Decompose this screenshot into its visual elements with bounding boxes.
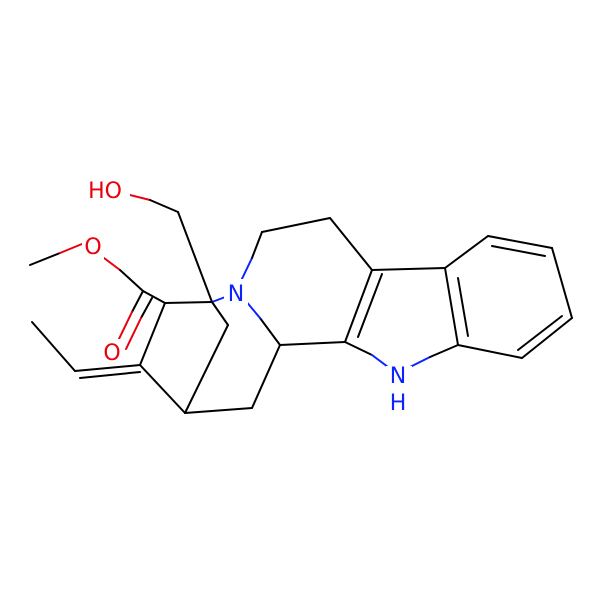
carbonyl-bond-b-o (125, 317, 142, 350)
bridgehead-to-ch2-bond (184, 407, 253, 414)
bridge-ch2-ch2-bond (261, 217, 331, 233)
benzo-bond-1 (444, 235, 489, 269)
carbonyl-oxygen-label: O (103, 341, 120, 366)
benzo-bond-5 (457, 344, 523, 359)
c3a-c7a-bond (444, 267, 459, 346)
atom-carbonyl-oxygen: O (101, 339, 123, 366)
c3-c3a-bond (371, 267, 446, 271)
alpha-to-quaternary-bond (164, 301, 213, 304)
n-to-c7a-bond-c (429, 344, 459, 358)
atom-hydroxyl: HO (80, 177, 130, 204)
bond-layer (29, 193, 573, 414)
benzo-bond-4 (521, 317, 573, 359)
stereocenter-to-c2-bond (279, 341, 346, 346)
ethylidene-double-a (74, 364, 141, 372)
ethylidene-double-b (79, 371, 141, 379)
stereocenter-to-n-bond-c (259, 317, 281, 346)
ester-oxygen-bond-a (59, 243, 83, 254)
ester-carbon-bond (119, 269, 144, 292)
ch2-to-c3-bond (329, 217, 373, 271)
c2-c3-bond-b (357, 273, 383, 338)
benzo-bond-2 (487, 235, 553, 249)
indole-h-label: H (390, 391, 407, 416)
ethylidene-ring-bond (139, 364, 186, 414)
atom-indole-nh: N H (386, 364, 412, 416)
amine-nitrogen-label: N (228, 282, 244, 307)
ch2-to-stereocenter-bond (251, 344, 281, 409)
carbonyl-bond-a-o (116, 311, 133, 344)
bridge-to-bridgehead-bond (184, 324, 229, 414)
benzo-bond-4-inner (517, 315, 563, 351)
atom-ester-oxygen: O (82, 233, 104, 260)
ester-to-alpha-bond (142, 290, 166, 304)
ester-oxygen-label: O (84, 235, 101, 260)
hydroxymethyl-bond-b (177, 211, 213, 303)
c2-c3-bond-a (344, 269, 373, 343)
benzo-bond-3 (551, 247, 573, 319)
c2-to-n-bond-n (371, 354, 389, 368)
n-to-bridge-bond (239, 257, 253, 284)
ester-oxygen-bond-b (103, 257, 121, 271)
atom-amine-nitrogen: N (224, 279, 248, 307)
methyl-ester-bond (29, 252, 61, 266)
carbonyl-bond-b (140, 297, 153, 319)
carbonyl-bond-a (131, 290, 144, 313)
hydroxymethyl-bond-a (149, 199, 179, 213)
benzo-bond-2-inner (491, 245, 546, 257)
bridge-ch2-bond (251, 231, 263, 259)
quaternary-bridge-bond (211, 301, 229, 326)
indole-n-label: N (390, 364, 406, 389)
c2-to-n-bond-c (344, 341, 373, 356)
benzo-bond-6-inner (457, 277, 469, 337)
hydroxyl-label: HO (88, 179, 122, 204)
alpha-to-ethylidene-bond (139, 302, 166, 366)
ethylidene-methyl-bond (31, 321, 76, 372)
n-to-c7a-bond-n (409, 356, 431, 368)
